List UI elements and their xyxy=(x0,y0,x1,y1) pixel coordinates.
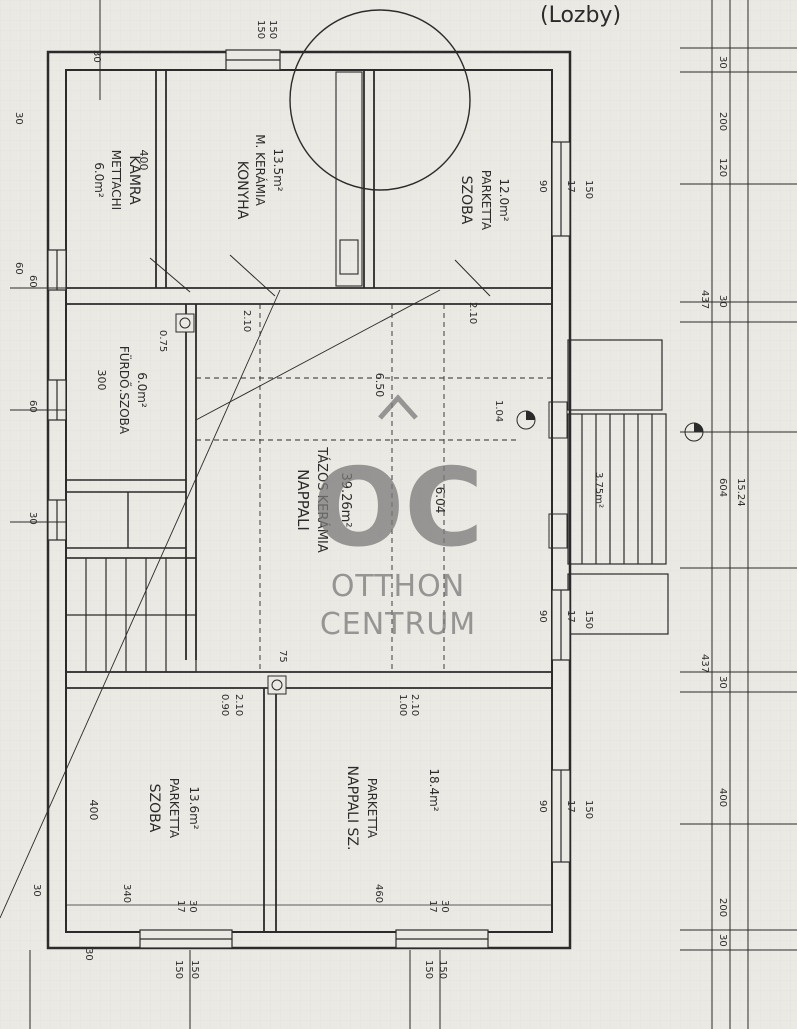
dim-right-7: 437 xyxy=(699,654,710,673)
dim-right-1: 200 xyxy=(717,112,728,131)
dim-window-7: 17 xyxy=(565,800,576,813)
dim-window-8: 90 xyxy=(537,800,548,813)
dim-right-10: 200 xyxy=(717,898,728,917)
dim-right-4: 30 xyxy=(717,295,728,308)
dim-door-5: 1.00 xyxy=(397,694,408,716)
dim-bottom-4: 460 xyxy=(373,884,384,903)
watermark-line2: CENTRUM xyxy=(320,607,476,642)
dim-window-0: 150 xyxy=(583,180,594,199)
corner-note: (Lozby) xyxy=(540,3,621,28)
terrace xyxy=(567,339,669,635)
room-szoba2-dim: 400 xyxy=(87,800,100,821)
dim-door-0: 2.10 xyxy=(241,310,252,332)
dim-door-4: 2.10 xyxy=(409,694,420,716)
windows xyxy=(47,49,571,949)
dim-door-7: 75 xyxy=(277,650,288,663)
dimension-lines xyxy=(10,0,797,1029)
dim-door-2: 2.10 xyxy=(233,694,244,716)
room-szoba1-name: SZOBA xyxy=(458,176,474,225)
dim-right-3: 437 xyxy=(699,290,710,309)
dim-right-8: 30 xyxy=(717,676,728,689)
room-nappali1-dim2: 6.04 xyxy=(433,487,447,514)
dim-left-2: 60 xyxy=(27,400,38,413)
room-kamra-dim: 400 xyxy=(137,150,150,171)
dim-bottom-9: 150 xyxy=(189,960,200,979)
kitchen-fittings xyxy=(289,9,471,287)
room-furdo-dim: 300 xyxy=(95,370,108,391)
room-kamra-area: 6.0m² xyxy=(92,162,106,198)
room-szoba1-area: 12.0m² xyxy=(497,178,511,221)
dim-bottom-11: 150 xyxy=(437,960,448,979)
dim-window-2: 90 xyxy=(537,180,548,193)
room-szoba2-area: 13.6m² xyxy=(187,786,201,829)
dim-window-9: 1.04 xyxy=(493,400,504,422)
construction-lines xyxy=(0,289,441,919)
room-furdo-name: FÜRDŐ.SZOBA xyxy=(117,346,133,435)
dim-right-9: 400 xyxy=(717,788,728,807)
dim-door-3: 0.90 xyxy=(219,694,230,716)
dim-bottom-2: 17 xyxy=(175,900,186,913)
dim-bottom-5: 17 xyxy=(427,900,438,913)
dim-right-11: 30 xyxy=(717,934,728,947)
dim-window-3: 150 xyxy=(583,610,594,629)
level-markers xyxy=(516,410,704,442)
room-kamra-name: KAMRA xyxy=(126,155,142,205)
dim-window-1: 17 xyxy=(565,180,576,193)
room-nappali1-dim1: 6.50 xyxy=(373,373,386,398)
dim-top-3: 60 xyxy=(27,275,38,288)
room-szoba2-floor: PARKETTA xyxy=(167,778,181,839)
dim-right-6: 15.24 xyxy=(735,478,746,507)
dim-bottom-1: 340 xyxy=(121,884,132,903)
room-nappali1-floor: TÁZOS KERÁMIA xyxy=(314,446,330,553)
room-nappali2-name: NAPPALI SZ. xyxy=(344,766,360,851)
staircase xyxy=(65,557,197,673)
dim-right-2: 120 xyxy=(717,158,728,177)
room-konyha-floor: M. KERÁMIA xyxy=(253,134,268,206)
dim-top-1: 150 xyxy=(255,20,266,39)
room-kamra-floor: METTACHI xyxy=(109,150,123,210)
dim-right-0: 30 xyxy=(717,56,728,69)
room-nappali2-floor: PARKETTA xyxy=(365,778,379,839)
room-szoba1-floor: PARKETTA xyxy=(479,170,493,231)
room-konyha-name: KONYHA xyxy=(234,161,250,220)
dim-bottom-6: 30 xyxy=(439,900,450,913)
dim-top-2: 150 xyxy=(267,20,278,39)
dim-bottom-7: 30 xyxy=(83,948,94,961)
room-konyha-area: 13.5m² xyxy=(271,148,285,191)
watermark-line1: OTTHON xyxy=(331,569,465,604)
dim-window-6: 150 xyxy=(583,800,594,819)
dim-door-6: 2.10 xyxy=(467,302,478,324)
dim-window-4: 17 xyxy=(565,610,576,623)
dim-left-1: 60 xyxy=(13,262,24,275)
room-nappali1-area: 39.26m² xyxy=(338,472,353,527)
terrace-area: 3.75m² xyxy=(593,472,604,508)
dim-left-0: 30 xyxy=(13,112,24,125)
dim-bottom-8: 150 xyxy=(173,960,184,979)
dim-top-0: 30 xyxy=(91,50,102,63)
doors xyxy=(149,254,568,695)
dim-right-5: 604 xyxy=(717,478,728,497)
room-nappali1-name: NAPPALI xyxy=(294,469,312,531)
watermark-logo: OC xyxy=(312,446,483,571)
dim-left-3: 30 xyxy=(27,512,38,525)
dashed-guides xyxy=(196,304,552,673)
dim-bottom-10: 150 xyxy=(423,960,434,979)
room-furdo-area: 6.0m² xyxy=(135,372,149,408)
dim-bottom-0: 30 xyxy=(31,884,42,897)
dim-door-1: 0.75 xyxy=(157,330,168,352)
room-nappali2-area: 18.4m² xyxy=(427,768,441,811)
dim-bottom-3: 30 xyxy=(187,900,198,913)
room-szoba2-name: SZOBA xyxy=(146,784,162,833)
dim-window-5: 90 xyxy=(537,610,548,623)
watermark: OC OTTHON CENTRUM xyxy=(312,394,484,642)
